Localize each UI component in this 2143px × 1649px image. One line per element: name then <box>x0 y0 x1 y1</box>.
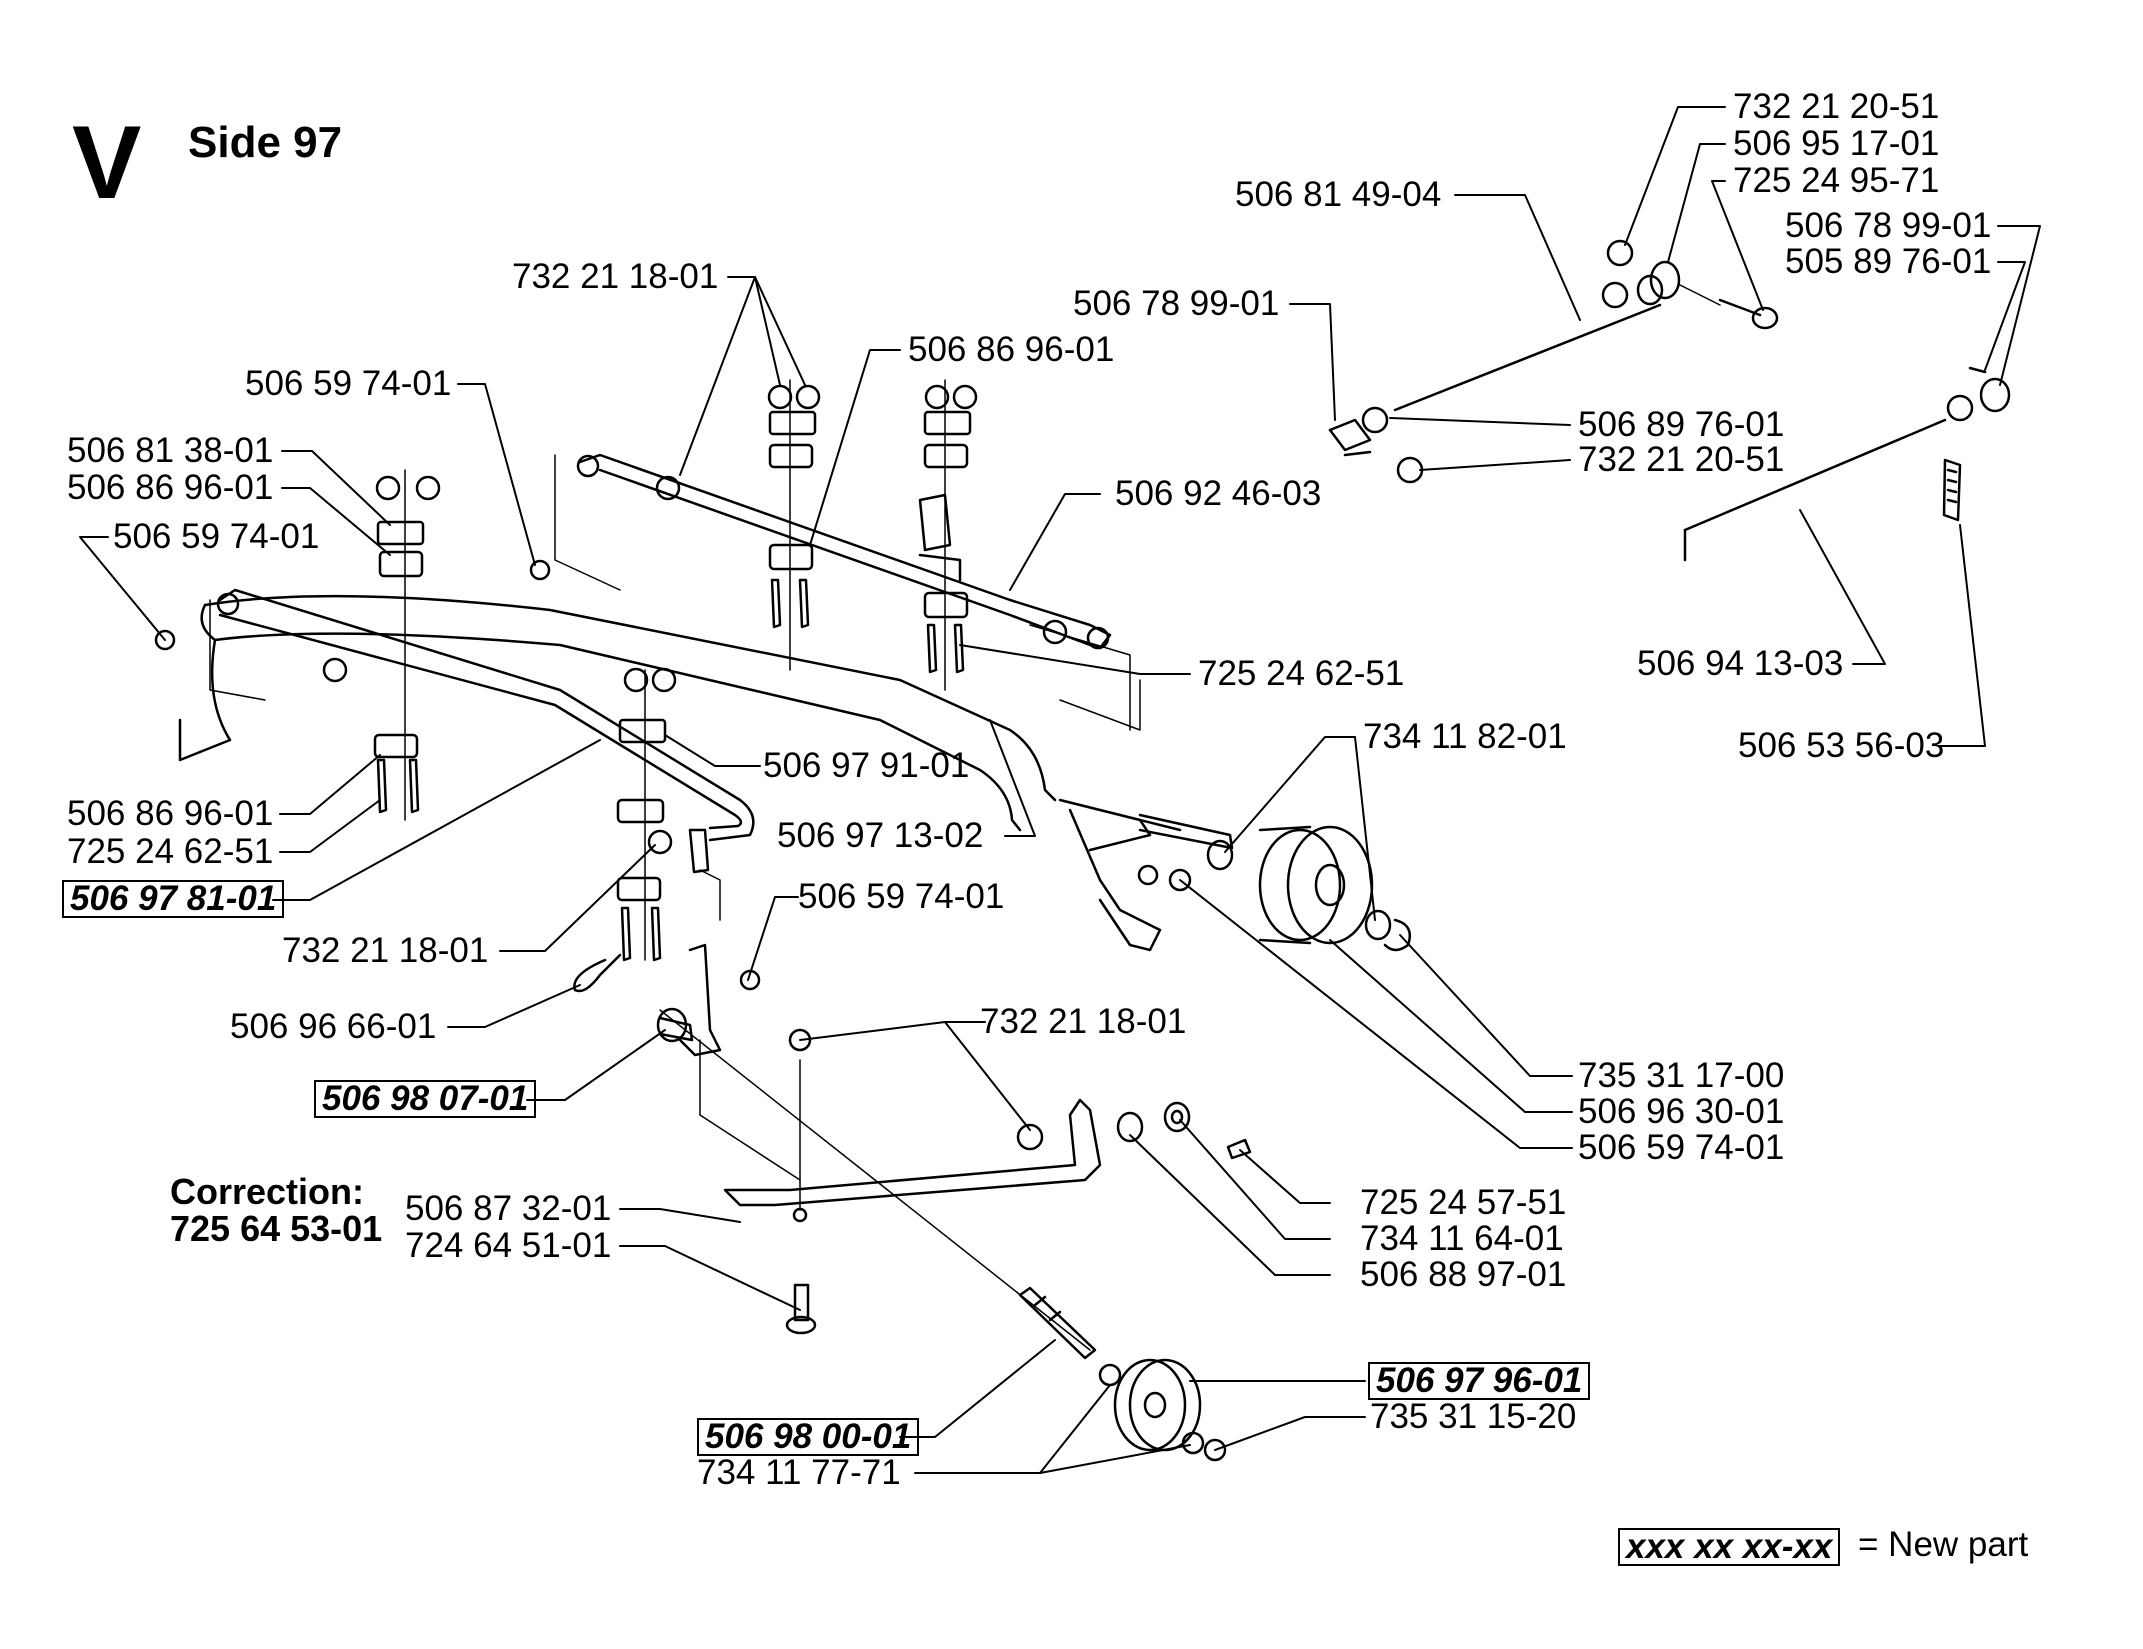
part-label: 506 59 74-01 <box>245 364 452 403</box>
part-label: 734 11 77-71 <box>697 1453 901 1492</box>
part-label: 506 81 38-01 <box>67 431 274 470</box>
guide-lines <box>209 284 1721 1351</box>
correction-part-number: 725 64 53-01 <box>170 1208 383 1249</box>
part-label: 506 96 66-01 <box>230 1007 437 1046</box>
page-title: Side 97 <box>188 118 343 167</box>
part-label: 725 24 62-51 <box>67 832 274 871</box>
part-label: 506 59 74-01 <box>113 517 320 556</box>
part-label: 734 11 64-01 <box>1360 1219 1564 1258</box>
main-frame <box>178 594 1057 832</box>
part-label: 506 81 49-04 <box>1235 175 1442 214</box>
front-axle <box>1138 813 1234 850</box>
part-label: 506 86 96-01 <box>67 794 274 833</box>
part-label: 725 24 57-51 <box>1360 1183 1567 1222</box>
part-label: 506 97 91-01 <box>763 746 970 785</box>
front-wheel <box>1206 825 1412 952</box>
part-label: 506 86 96-01 <box>67 468 274 507</box>
part-label: 506 97 13-02 <box>777 816 984 855</box>
part-label: 506 86 96-01 <box>908 330 1115 369</box>
hair-pin <box>573 953 622 993</box>
part-label: 732 21 20-51 <box>1578 440 1785 479</box>
legend-text: = New part <box>1858 1525 2029 1564</box>
part-label: 732 21 18-01 <box>980 1002 1187 1041</box>
part-label: 732 21 18-01 <box>282 931 489 970</box>
part-label: 506 53 56-03 <box>1738 726 1945 765</box>
part-label: 725 24 62-51 <box>1198 654 1405 693</box>
part-label: 506 94 13-03 <box>1637 644 1844 683</box>
part-label: 506 92 46-03 <box>1115 474 1322 513</box>
new-part-label: 506 97 81-01 <box>62 880 285 918</box>
part-label: 505 89 76-01 <box>1785 242 1992 281</box>
part-label: 506 96 30-01 <box>1578 1092 1785 1131</box>
correction-heading: Correction: <box>170 1171 365 1212</box>
part-label: 506 87 32-01 <box>405 1189 612 1228</box>
clamp-blocks <box>373 410 972 902</box>
part-label: 735 31 17-00 <box>1578 1056 1785 1095</box>
part-label: 732 21 20-51 <box>1733 87 1940 126</box>
part-label: 724 64 51-01 <box>405 1226 612 1265</box>
pivot-pin <box>1018 1286 1097 1360</box>
nuts <box>154 384 1192 1151</box>
part-label: 734 11 82-01 <box>1363 717 1567 756</box>
part-label: 506 95 17-01 <box>1733 124 1940 163</box>
link-rod <box>1683 366 2011 562</box>
section-letter: V <box>72 105 142 221</box>
part-label: 732 21 18-01 <box>512 257 719 296</box>
rear-small-wheel <box>1098 1358 1227 1462</box>
pivot-bracket <box>656 943 722 1057</box>
new-part-label: 506 97 96-01 <box>1368 1362 1591 1400</box>
part-label: 506 59 74-01 <box>1578 1128 1785 1167</box>
upper-rod <box>576 453 1112 650</box>
part-label: 506 78 99-01 <box>1785 206 1992 245</box>
swing-arm <box>723 1098 1102 1223</box>
part-label: 506 88 97-01 <box>1360 1255 1567 1294</box>
new-part-label: 506 98 07-01 <box>314 1080 537 1118</box>
leader-lines <box>79 106 2041 1474</box>
legend-sample: xxx xx xx-xx <box>1618 1528 1841 1566</box>
new-part-label: 506 98 00-01 <box>697 1418 920 1456</box>
part-label: 506 59 74-01 <box>798 877 1005 916</box>
control-cable <box>1328 239 1779 484</box>
part-label: 506 89 76-01 <box>1578 405 1785 444</box>
part-label: 735 31 15-20 <box>1370 1397 1577 1436</box>
part-label: 506 78 99-01 <box>1073 284 1280 323</box>
swing-arm-hardware <box>1116 1101 1191 1143</box>
front-bracket <box>1058 798 1182 952</box>
lower-rod <box>216 588 755 874</box>
part-label: 725 24 95-71 <box>1733 161 1940 200</box>
